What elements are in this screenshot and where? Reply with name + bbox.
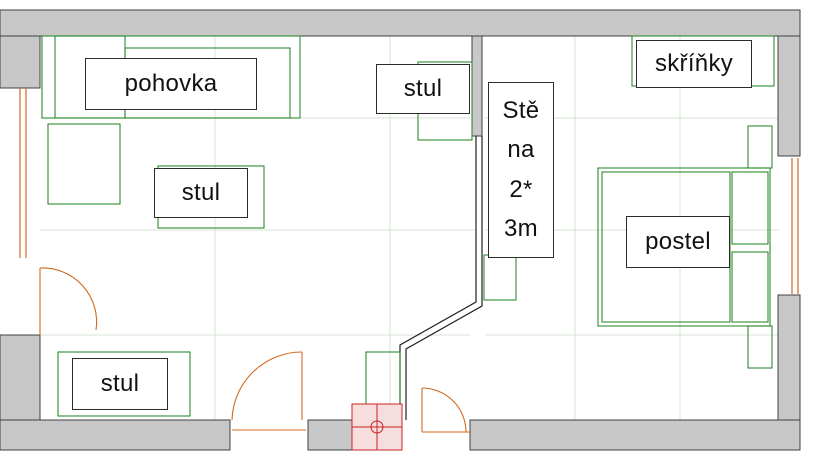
wall-note-line: na [507,136,535,164]
walls [0,9,801,451]
doors [39,267,470,433]
furniture-outlines [41,35,775,417]
wall-note-line: Stě [502,96,540,124]
sofa-label-text: pohovka [124,70,218,97]
table-label-left: stul [154,168,248,218]
table-label-center-text: stul [403,75,443,102]
bed-label: postel [626,216,730,268]
toilet-icon [351,403,403,451]
wall-note-label: Stě na 2* 3m [488,82,554,258]
table-label-left-text: stul [181,179,221,206]
windows [19,88,799,294]
diagonal-partition [399,136,483,420]
table-label-bottom: stul [72,358,168,410]
bed-label-text: postel [645,228,711,255]
sofa-label: pohovka [85,58,257,110]
table-label-bottom-text: stul [100,370,140,397]
cabinets-label: skříňky [636,40,752,88]
cabinets-label-text: skříňky [654,50,734,77]
wall-note-line: 3m [504,215,538,243]
table-label-center: stul [376,64,470,114]
wall-note-line: 2* [509,175,533,203]
